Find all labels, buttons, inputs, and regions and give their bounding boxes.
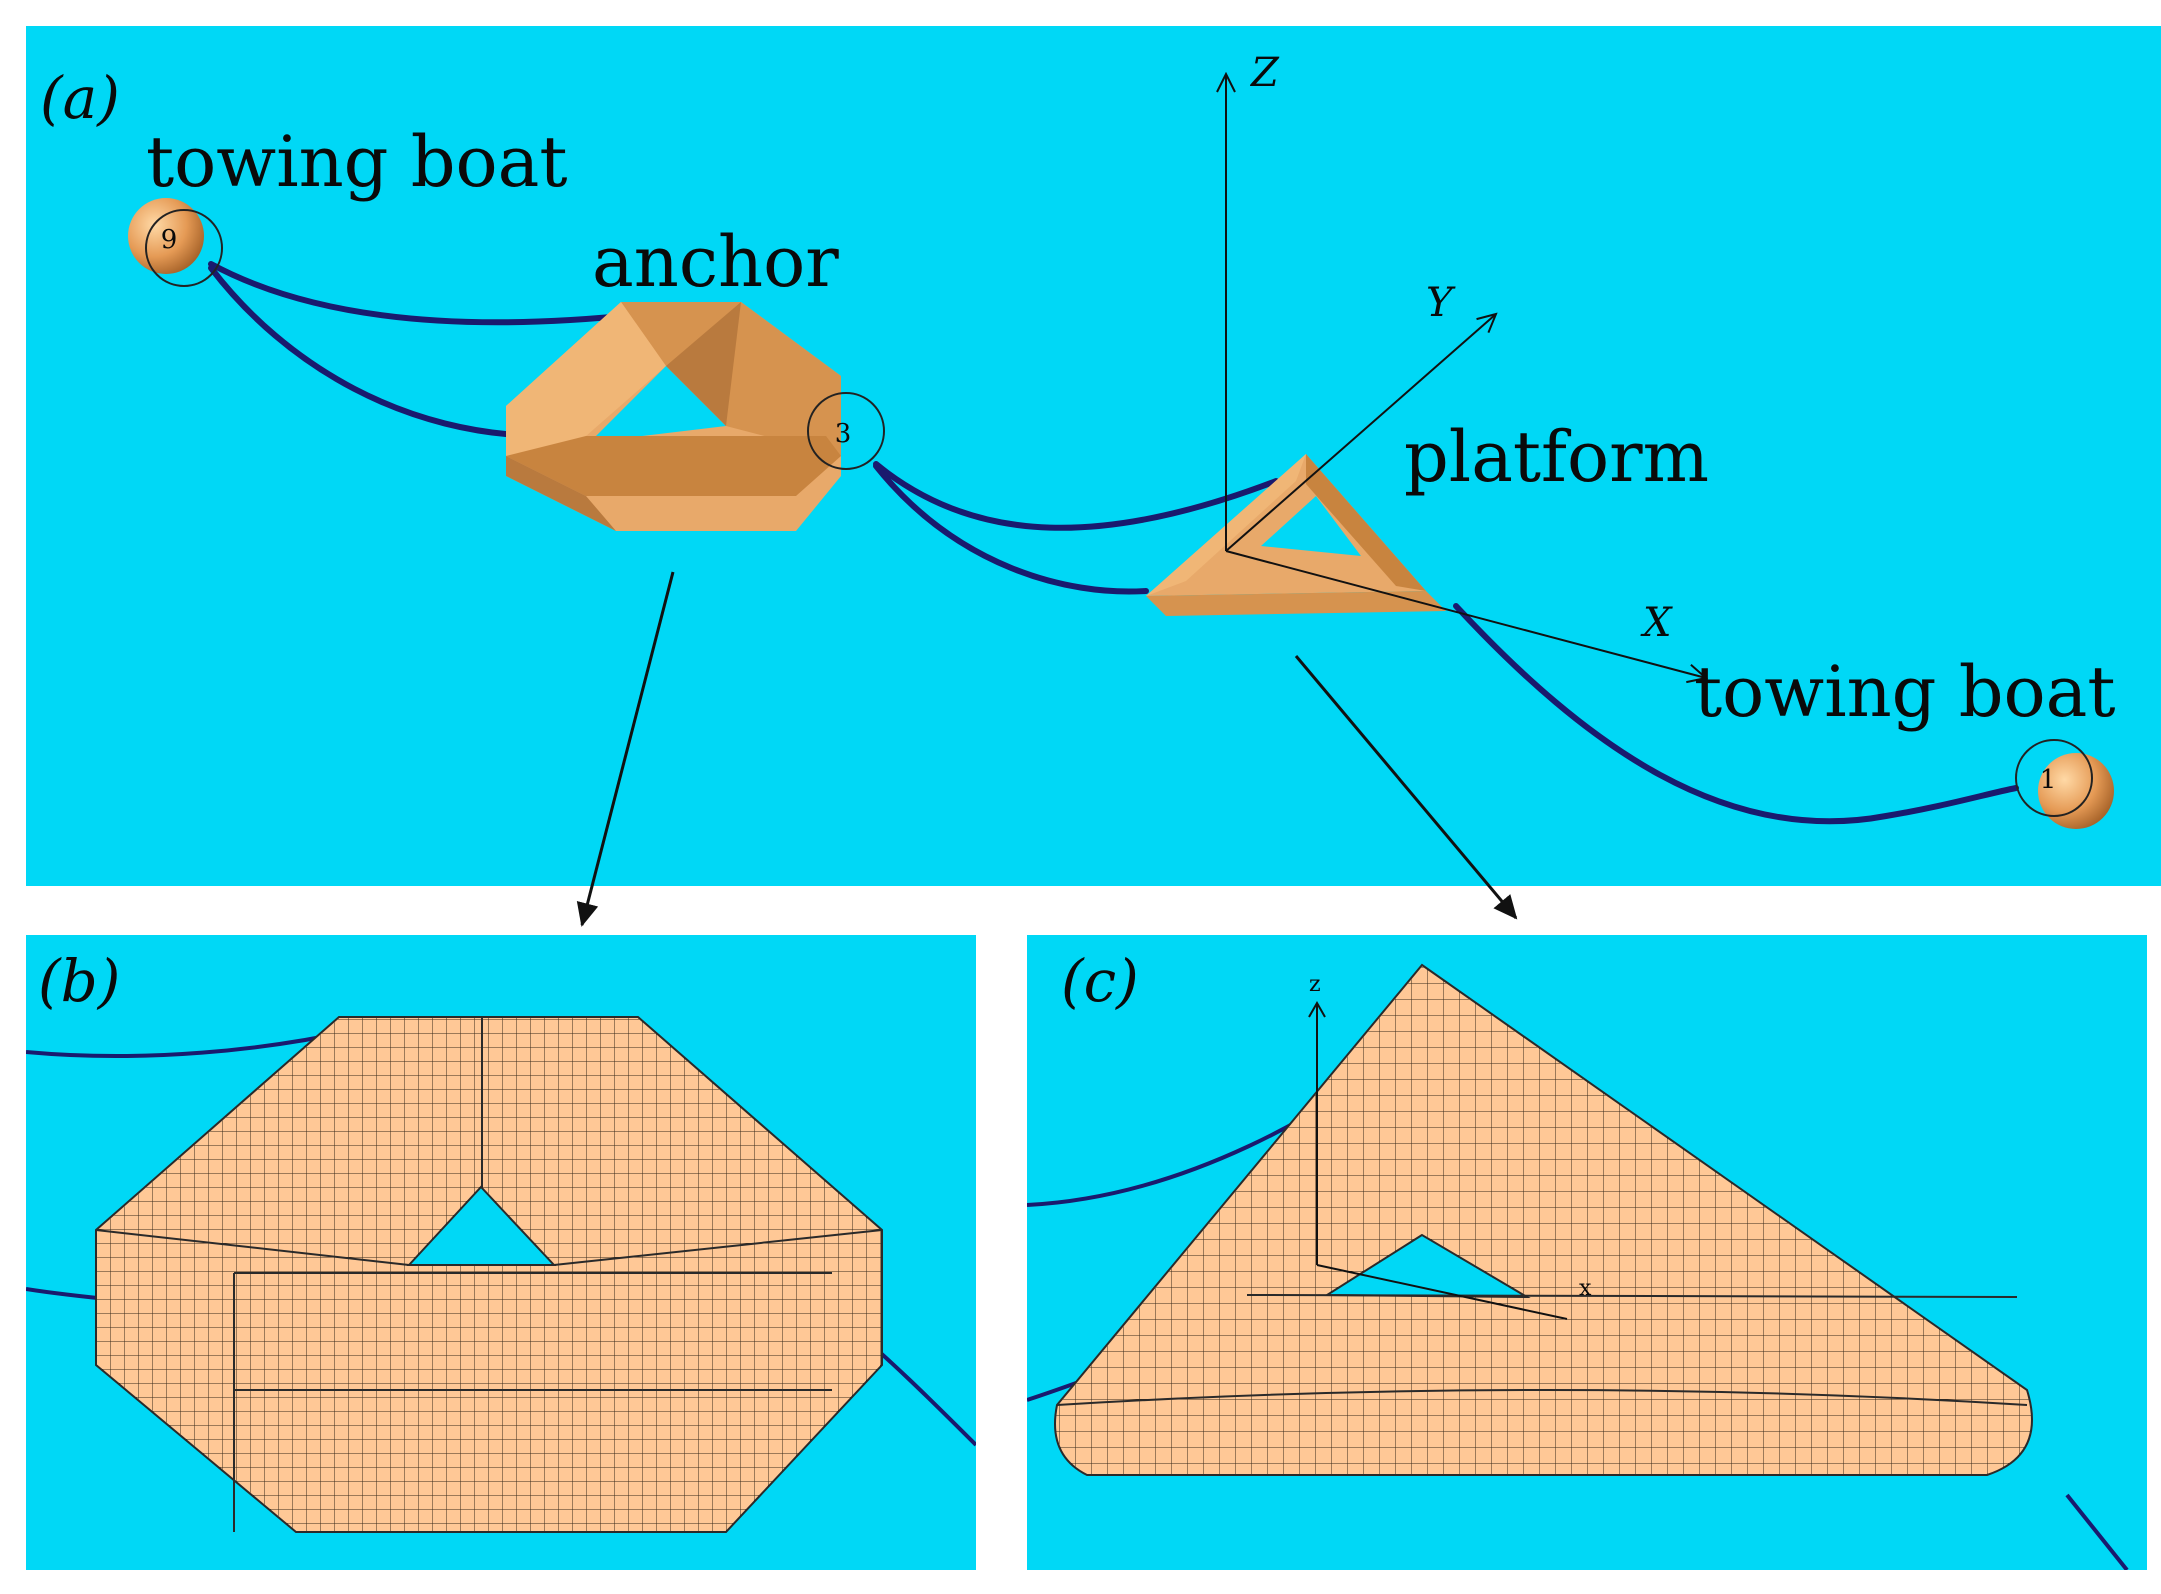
- panel-b-letter: (b): [38, 947, 120, 1015]
- panel-c-platform-mesh: z x (c): [1027, 935, 2147, 1570]
- axis-x-line: [1225, 550, 1706, 678]
- axis-c-x-line: [1316, 1264, 1568, 1320]
- towing-boat-right-label: towing boat: [1694, 651, 2116, 733]
- marker-right: 1: [2040, 765, 2057, 795]
- axis-z-label: Z: [1249, 50, 1280, 96]
- panel-a-scene: 9 3 1: [40, 50, 2116, 829]
- panel-b-anchor-mesh: (b): [26, 935, 976, 1570]
- marker-anchor: 3: [835, 419, 852, 449]
- platform-label: platform: [1404, 416, 1709, 498]
- axis-c-x-label: x: [1579, 1276, 1592, 1301]
- line-boat-to-anchor-lower: [208, 265, 549, 439]
- platform-body: [1146, 454, 1446, 616]
- anchor-label: anchor: [592, 221, 839, 303]
- platform-mesh-body: [1054, 963, 2033, 1476]
- line-anchor-to-platform-upper: [873, 461, 1279, 531]
- anchor-mesh-body: [95, 1016, 883, 1533]
- anchor-body: 3: [506, 302, 885, 531]
- global-axes: [1226, 74, 1706, 678]
- panel-b-scene: (b): [26, 947, 976, 1533]
- axis-c-z-label: z: [1309, 972, 1321, 997]
- axis-y-line: [1225, 314, 1496, 552]
- panel-c-scene: z x (c): [1027, 947, 2129, 1570]
- line-anchor-to-platform-lower: [873, 463, 1149, 595]
- towing-boat-left-label: towing boat: [146, 121, 568, 203]
- marker-left: 9: [161, 225, 178, 255]
- line-platform-to-boat: [1453, 603, 2019, 825]
- towing-boat-left: 9: [128, 198, 223, 287]
- axis-x-label: X: [1640, 600, 1673, 646]
- panel-a-overview: 9 3 1: [26, 26, 2161, 886]
- local-axes-c: [1308, 1000, 1568, 1320]
- mooring-lines: [208, 261, 2019, 825]
- panel-c-letter: (c): [1061, 947, 1139, 1015]
- axis-y-label: Y: [1426, 280, 1456, 326]
- towing-boat-right: 1: [2015, 739, 2114, 829]
- panel-a-letter: (a): [40, 64, 120, 132]
- line-c-right: [2065, 1493, 2129, 1570]
